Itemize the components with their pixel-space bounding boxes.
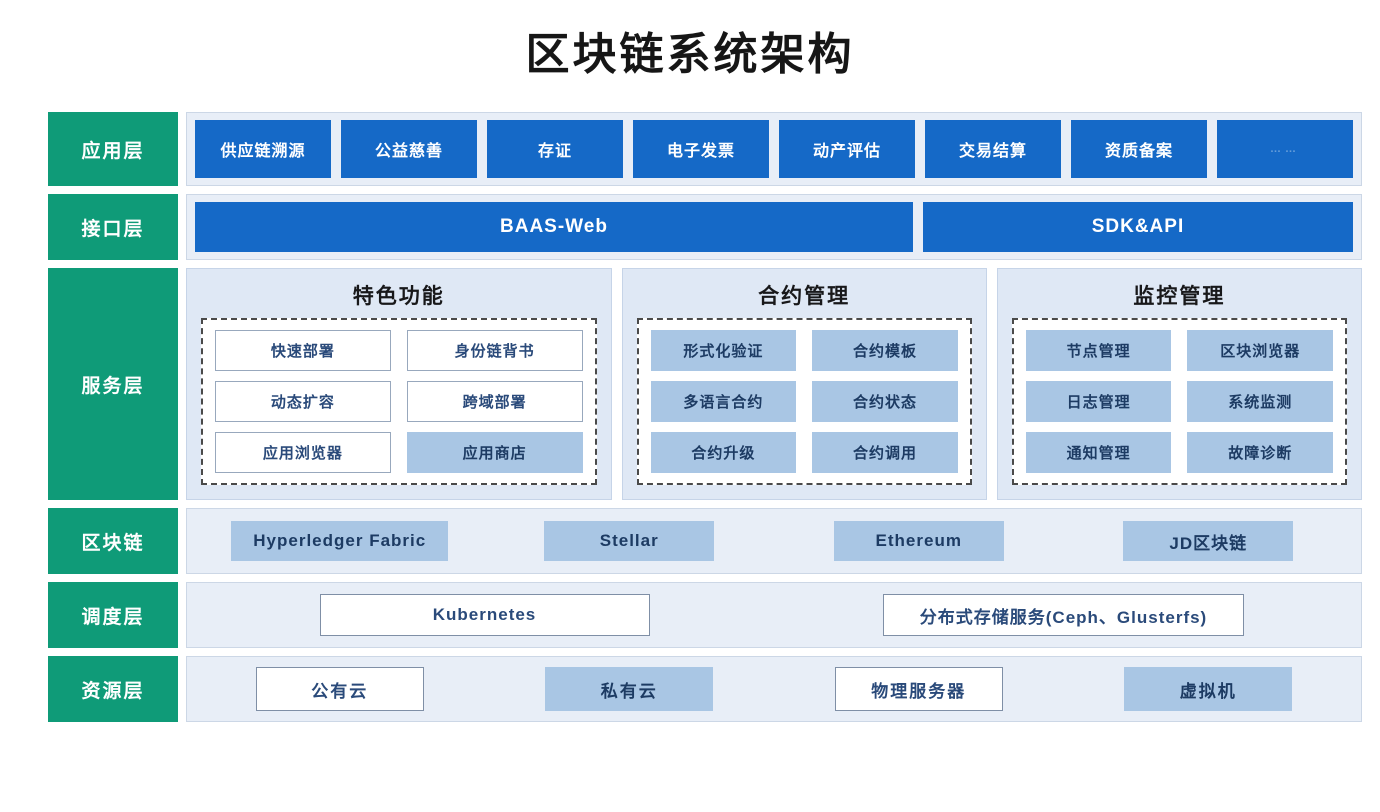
- layer-label-blockchain: 区块链: [48, 508, 178, 574]
- layer-row-resource: 资源层 公有云 私有云 物理服务器 虚拟机: [48, 656, 1362, 722]
- service-group-title-contract: 合约管理: [758, 285, 851, 308]
- scheduling-cell-2: 分布式存储服务(Ceph、Glusterfs): [774, 594, 1353, 636]
- scheduling-item-distributed-storage[interactable]: 分布式存储服务(Ceph、Glusterfs): [882, 594, 1245, 636]
- layer-row-application: 应用层 供应链溯源 公益慈善 存证 电子发票 动产评估 交易结算 资质备案 ……: [48, 112, 1362, 186]
- service-item-app-store[interactable]: 应用商店: [406, 432, 583, 473]
- resource-item-virtual-machine[interactable]: 虚拟机: [1124, 667, 1293, 711]
- resource-cell-3: 物理服务器: [774, 667, 1064, 711]
- blockchain-items: Hyperledger Fabric Stellar Ethereum JD区块…: [186, 508, 1362, 574]
- layer-label-application: 应用层: [48, 112, 178, 186]
- blockchain-cell-1: Hyperledger Fabric: [195, 521, 485, 561]
- service-group-items-features: 快速部署 身份链背书 动态扩容 跨域部署 应用浏览器 应用商店: [201, 318, 597, 485]
- service-item-block-explorer[interactable]: 区块浏览器: [1187, 330, 1333, 371]
- scheduling-items: Kubernetes 分布式存储服务(Ceph、Glusterfs): [186, 582, 1362, 648]
- scheduling-cell-1: Kubernetes: [195, 594, 774, 636]
- service-item-system-monitoring[interactable]: 系统监测: [1187, 381, 1333, 422]
- service-item-contract-state[interactable]: 合约状态: [812, 381, 958, 422]
- service-item-dynamic-scaling[interactable]: 动态扩容: [215, 381, 391, 422]
- interface-items: BAAS-Web SDK&API: [186, 194, 1362, 260]
- service-item-notification-management[interactable]: 通知管理: [1025, 432, 1172, 473]
- resource-item-private-cloud[interactable]: 私有云: [545, 667, 714, 711]
- app-item-supply-chain[interactable]: 供应链溯源: [195, 120, 331, 178]
- service-item-contract-invocation[interactable]: 合约调用: [812, 432, 958, 473]
- app-item-e-invoice[interactable]: 电子发票: [633, 120, 769, 178]
- resource-item-physical-server[interactable]: 物理服务器: [834, 667, 1003, 711]
- blockchain-cell-3: Ethereum: [774, 521, 1064, 561]
- service-group-items-contract: 形式化验证 合约模板 多语言合约 合约状态 合约升级 合约调用: [636, 318, 972, 485]
- app-item-qualification-filing[interactable]: 资质备案: [1071, 120, 1207, 178]
- layer-label-scheduling: 调度层: [48, 582, 178, 648]
- service-item-contract-upgrade[interactable]: 合约升级: [650, 432, 797, 473]
- blockchain-item-stellar[interactable]: Stellar: [544, 521, 715, 561]
- resource-item-public-cloud[interactable]: 公有云: [255, 667, 424, 711]
- blockchain-cell-2: Stellar: [485, 521, 775, 561]
- service-item-formal-verification[interactable]: 形式化验证: [650, 330, 797, 371]
- app-item-deposit-certificate[interactable]: 存证: [487, 120, 623, 178]
- service-item-fast-deploy[interactable]: 快速部署: [215, 330, 391, 371]
- page-title: 区块链系统架构: [525, 30, 855, 79]
- layer-stack: 应用层 供应链溯源 公益慈善 存证 电子发票 动产评估 交易结算 资质备案 ………: [48, 112, 1362, 730]
- service-item-identity-chain-endorsement[interactable]: 身份链背书: [406, 330, 583, 371]
- app-item-transaction-settlement[interactable]: 交易结算: [925, 120, 1061, 178]
- app-item-chattel-appraisal[interactable]: 动产评估: [779, 120, 915, 178]
- service-group-monitoring: 监控管理 节点管理 区块浏览器 日志管理 系统监测 通知管理 故障诊断: [996, 268, 1362, 500]
- application-items: 供应链溯源 公益慈善 存证 电子发票 动产评估 交易结算 资质备案 ……: [186, 112, 1362, 186]
- app-item-charity[interactable]: 公益慈善: [341, 120, 477, 178]
- service-item-contract-template[interactable]: 合约模板: [812, 330, 958, 371]
- resource-cell-4: 虚拟机: [1064, 667, 1354, 711]
- service-group-items-monitoring: 节点管理 区块浏览器 日志管理 系统监测 通知管理 故障诊断: [1011, 318, 1347, 485]
- resource-items: 公有云 私有云 物理服务器 虚拟机: [186, 656, 1362, 722]
- service-group-title-features: 特色功能: [352, 285, 445, 308]
- service-groups: 特色功能 快速部署 身份链背书 动态扩容 跨域部署 应用浏览器 应用商店 合约管…: [186, 268, 1362, 500]
- layer-label-service: 服务层: [48, 268, 178, 500]
- resource-cell-1: 公有云: [195, 667, 485, 711]
- blockchain-item-ethereum[interactable]: Ethereum: [833, 521, 1004, 561]
- service-item-node-management[interactable]: 节点管理: [1025, 330, 1172, 371]
- app-item-more[interactable]: ……: [1217, 120, 1353, 178]
- resource-cell-2: 私有云: [485, 667, 775, 711]
- layer-row-blockchain: 区块链 Hyperledger Fabric Stellar Ethereum …: [48, 508, 1362, 574]
- layer-label-interface: 接口层: [48, 194, 178, 260]
- blockchain-item-jd-blockchain[interactable]: JD区块链: [1123, 521, 1294, 561]
- blockchain-cell-4: JD区块链: [1064, 521, 1354, 561]
- service-group-title-monitoring: 监控管理: [1133, 285, 1226, 308]
- interface-item-baas-web[interactable]: BAAS-Web: [195, 202, 913, 252]
- layer-row-scheduling: 调度层 Kubernetes 分布式存储服务(Ceph、Glusterfs): [48, 582, 1362, 648]
- service-item-log-management[interactable]: 日志管理: [1025, 381, 1172, 422]
- layer-label-resource: 资源层: [48, 656, 178, 722]
- service-item-cross-domain-deploy[interactable]: 跨域部署: [406, 381, 583, 422]
- service-item-fault-diagnosis[interactable]: 故障诊断: [1187, 432, 1333, 473]
- service-group-features: 特色功能 快速部署 身份链背书 动态扩容 跨域部署 应用浏览器 应用商店: [186, 268, 612, 500]
- interface-item-sdk-api[interactable]: SDK&API: [922, 202, 1353, 252]
- service-item-multilanguage-contract[interactable]: 多语言合约: [650, 381, 797, 422]
- blockchain-item-hyperledger-fabric[interactable]: Hyperledger Fabric: [231, 521, 449, 561]
- service-item-app-browser[interactable]: 应用浏览器: [215, 432, 391, 473]
- scheduling-item-kubernetes[interactable]: Kubernetes: [319, 594, 650, 636]
- service-group-contract: 合约管理 形式化验证 合约模板 多语言合约 合约状态 合约升级 合约调用: [621, 268, 987, 500]
- layer-row-interface: 接口层 BAAS-Web SDK&API: [48, 194, 1362, 260]
- layer-row-service: 服务层 特色功能 快速部署 身份链背书 动态扩容 跨域部署 应用浏览器 应用商店…: [48, 268, 1362, 500]
